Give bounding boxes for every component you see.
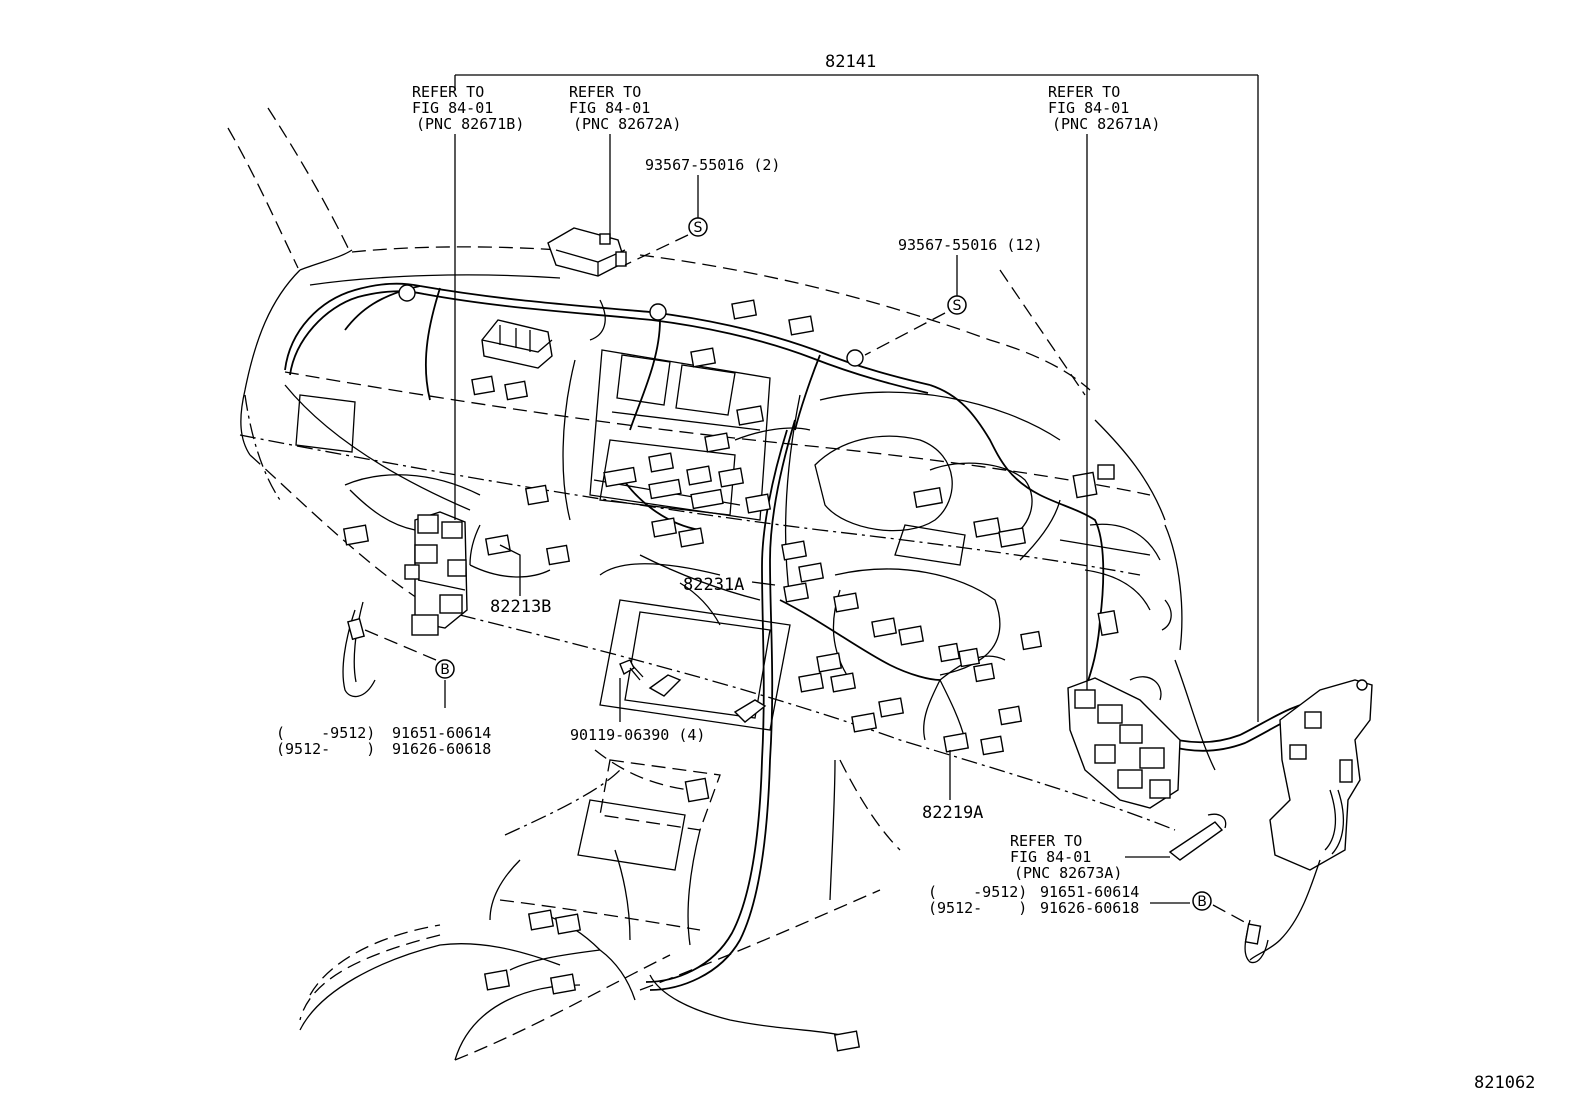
ref-left: REFER TO FIG 84-01 (PNC 82671B) bbox=[412, 83, 524, 133]
leader-lines bbox=[364, 74, 1259, 926]
clamp-right bbox=[1244, 919, 1269, 964]
marker-b-right: B bbox=[1192, 891, 1212, 911]
ref-bottom-line3: (PNC 82673A) bbox=[1014, 864, 1122, 882]
marker-b-left: B bbox=[435, 659, 455, 679]
label-clip-s-2: 93567-55016 (2) bbox=[645, 156, 780, 174]
junction-block-right bbox=[1067, 677, 1181, 809]
marker-s-top: S bbox=[688, 217, 708, 237]
figure-code: 821062 bbox=[1474, 1073, 1535, 1093]
ref-right-line1: REFER TO bbox=[1048, 83, 1120, 101]
bracket-bottom bbox=[1168, 813, 1227, 861]
applicability-left: ( -9512) (9512- ) 91651-60614 91626-6061… bbox=[276, 724, 491, 758]
label-bolt: 90119-06390 (4) bbox=[570, 726, 705, 744]
label-82213b: 82213B bbox=[490, 597, 551, 617]
applicability-right-part2: 91626-60618 bbox=[1040, 899, 1139, 917]
marker-b-right-text: B bbox=[1197, 894, 1207, 910]
label-82219a: 82219A bbox=[922, 803, 983, 823]
applicability-right: ( -9512) (9512- ) 91651-60614 91626-6061… bbox=[928, 883, 1139, 917]
ref-left-line3: (PNC 82671B) bbox=[416, 115, 524, 133]
clamp-left bbox=[342, 601, 376, 698]
junction-block-left bbox=[481, 319, 553, 369]
ref-bottom: REFER TO FIG 84-01 (PNC 82673A) bbox=[1010, 832, 1122, 882]
ref-mid-line2: FIG 84-01 bbox=[569, 99, 650, 117]
relay-block-top bbox=[547, 227, 627, 277]
marker-s-mid-text: S bbox=[953, 298, 962, 314]
junction-block-side-left bbox=[404, 511, 468, 636]
bracket-center bbox=[648, 674, 767, 723]
marker-b-left-text: B bbox=[440, 662, 450, 678]
dashboard-outline bbox=[227, 107, 1216, 1061]
applicability-left-part1: 91651-60614 bbox=[392, 724, 491, 742]
ref-left-line2: FIG 84-01 bbox=[412, 99, 493, 117]
main-harness bbox=[284, 282, 1323, 1001]
marker-s-top-text: S bbox=[694, 220, 703, 236]
ref-bottom-line1: REFER TO bbox=[1010, 832, 1082, 850]
ref-bottom-line2: FIG 84-01 bbox=[1010, 848, 1091, 866]
label-clip-s-12: 93567-55016 (12) bbox=[898, 236, 1043, 254]
ref-right-line3: (PNC 82671A) bbox=[1052, 115, 1160, 133]
applicability-left-range1: ( -9512) bbox=[276, 724, 375, 742]
connectors bbox=[342, 284, 1119, 1052]
applicability-left-part2: 91626-60618 bbox=[392, 740, 491, 758]
ref-right-line2: FIG 84-01 bbox=[1048, 99, 1129, 117]
ref-mid-line1: REFER TO bbox=[569, 83, 641, 101]
ref-mid: REFER TO FIG 84-01 (PNC 82672A) bbox=[569, 83, 681, 133]
applicability-left-range2: (9512- ) bbox=[276, 740, 375, 758]
bolt bbox=[619, 659, 644, 681]
ref-mid-line3: (PNC 82672A) bbox=[573, 115, 681, 133]
applicability-right-range2: (9512- ) bbox=[928, 899, 1027, 917]
applicability-right-range1: ( -9512) bbox=[928, 883, 1027, 901]
label-82231a: 82231A bbox=[683, 575, 744, 595]
ref-left-line1: REFER TO bbox=[412, 83, 484, 101]
ref-right: REFER TO FIG 84-01 (PNC 82671A) bbox=[1048, 83, 1160, 133]
side-connector-bracket bbox=[1249, 679, 1373, 961]
label-82141: 82141 bbox=[825, 52, 876, 72]
applicability-right-part1: 91651-60614 bbox=[1040, 883, 1139, 901]
marker-s-mid: S bbox=[947, 295, 967, 315]
